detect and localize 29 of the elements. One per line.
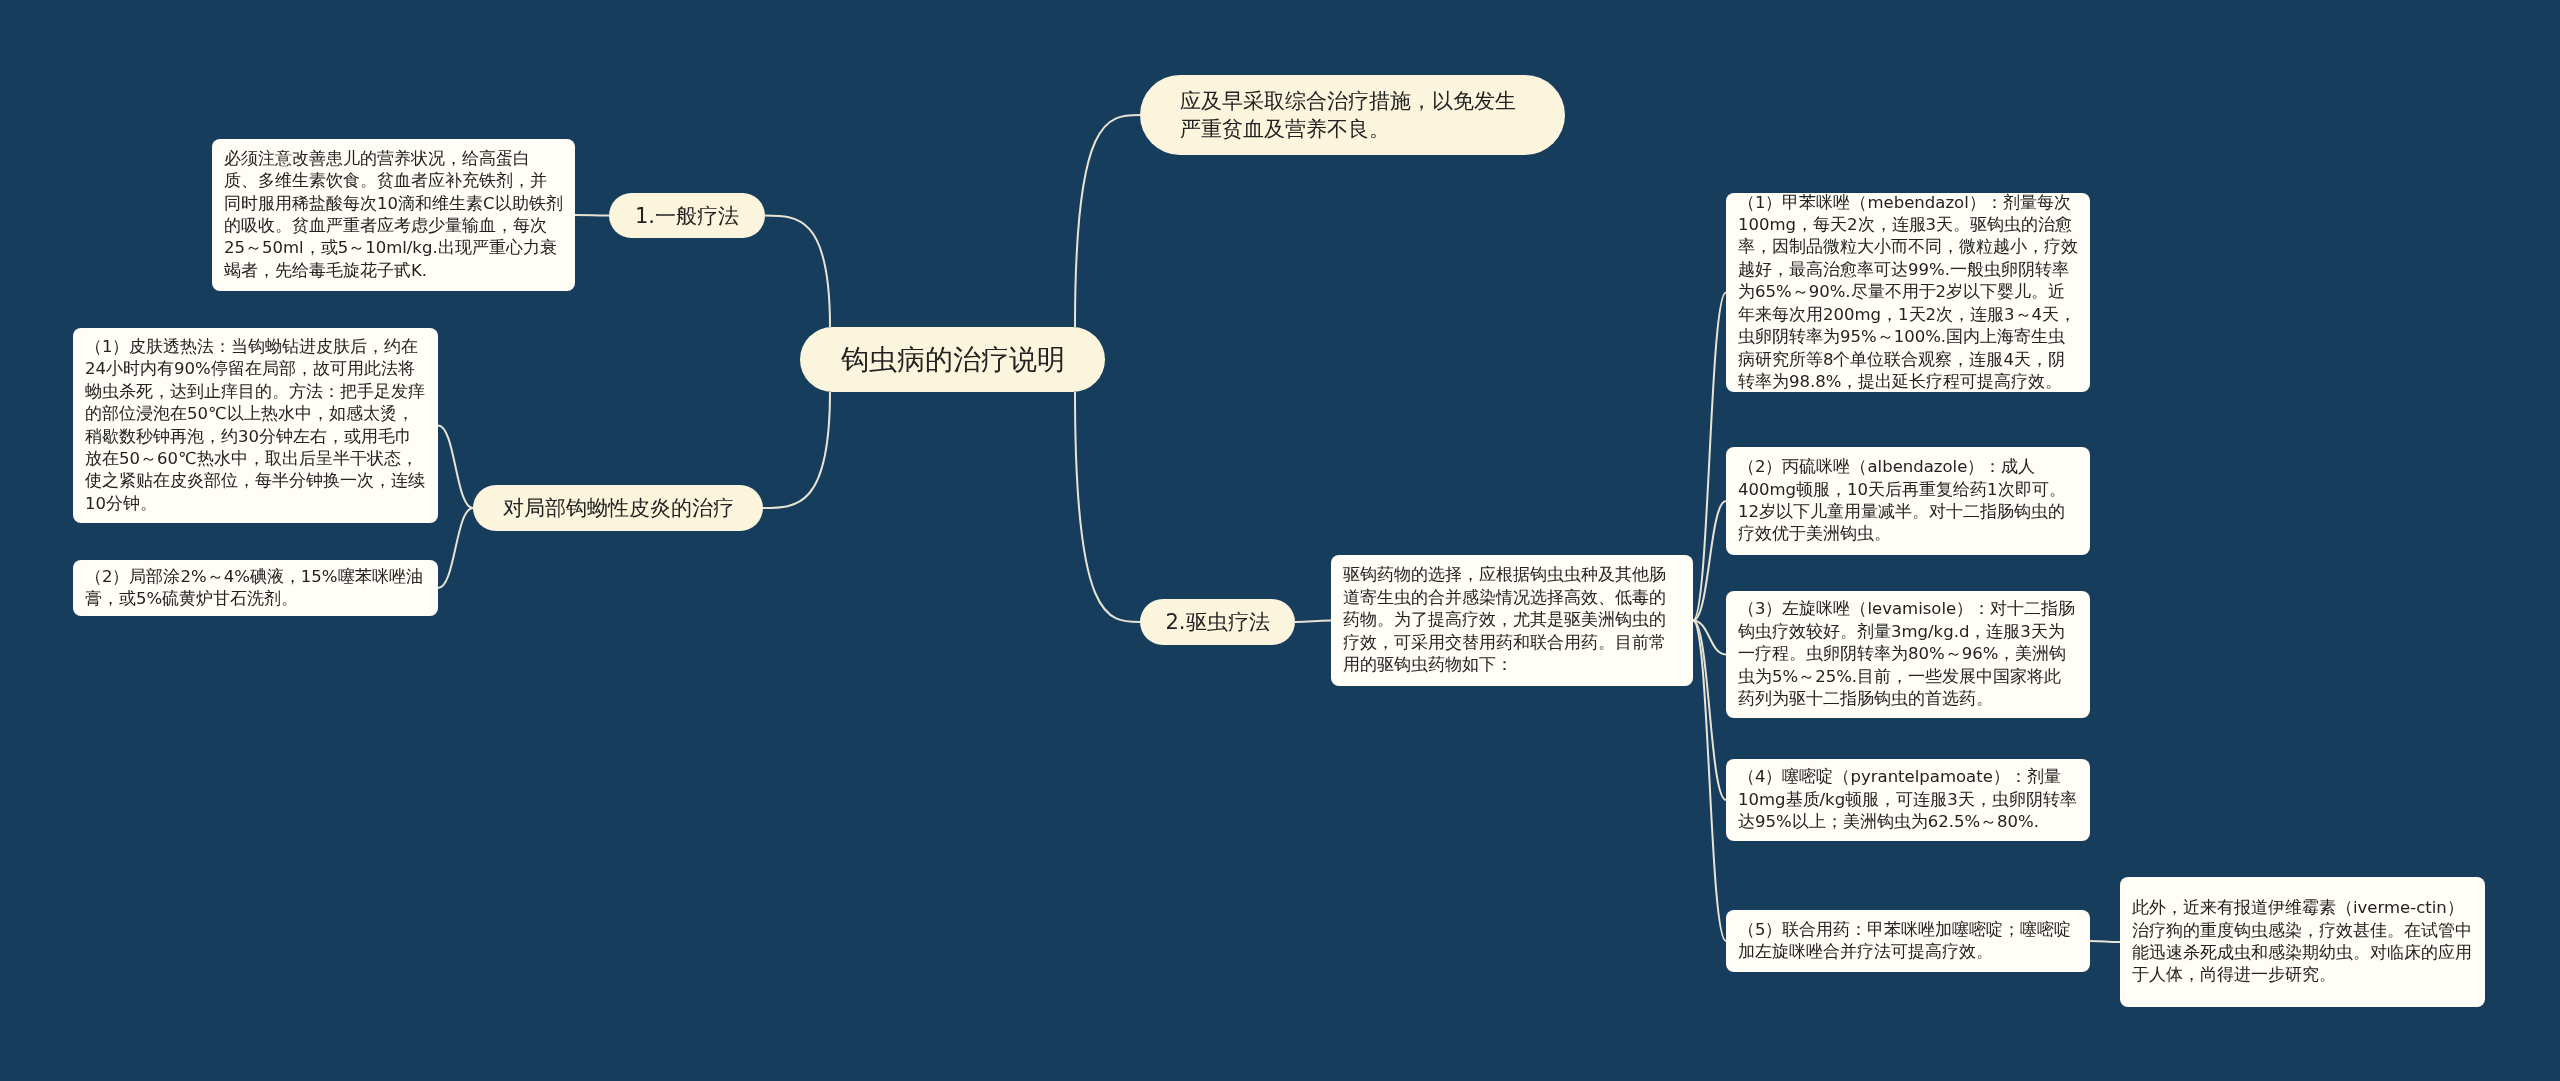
topic-pill: 1.一般疗法 [609,193,765,238]
connector-line [437,507,474,589]
connector-line [1692,619,1727,942]
connector-line [1692,291,1727,622]
topic-pill: 2.驱虫疗法 [1140,599,1295,645]
connector-line [764,214,831,328]
text-card: 此外，近来有报道伊维霉素（iverme-ctin）治疗狗的重度钩虫感染，疗效甚佳。在试管中能迅速杀死成虫和感染期幼虫。对临床的应用于人体，尚得进一步研究。 [2120,877,2485,1007]
text-card: （4）噻嘧啶（pyrantelpamoate）：剂量10mg基质/kg顿服，可连服3天，虫卵阴转率达95%以上；美洲钩虫为62.5%～80%. [1726,759,2090,841]
text-card: （3）左旋咪唑（levamisole）：对十二指肠钩虫疗效较好。剂量3mg/kg.d，连服3天为一疗程。虫卵阴转率为80%～96%，美洲钩虫为5%～25%.目前，一些发展中国家将此药列为驱十二指肠钩虫的首选药。 [1726,591,2090,718]
connector-line [1692,500,1727,622]
text-card: 驱钩药物的选择，应根据钩虫虫种及其他肠道寄生虫的合并感染情况选择高效、低毒的药物。为了提高疗效，尤其是驱美洲钩虫的疗效，可采用交替用药和联合用药。目前常用的驱钩虫药物如下： [1331,555,1693,686]
connector-line [1074,391,1141,623]
connector-line [1692,619,1727,656]
text-card: （1）甲苯咪唑（mebendazol）：剂量每次100mg，每天2次，连服3天。驱钩虫的治愈率，因制品微粒大小而不同，微粒越小，疗效越好，最高治愈率可达99%.一般虫卵阴转率为65%～90%.尽量不用于2岁以下婴儿。近年来每次用200mg，1天2次，连服3～4天，虫卵阴转率为95%～100%.国内上海寄生虫病研究所等8个单位联合观察，连服4天，阴转率为98.8%，提出延长疗程可提高疗效。 [1726,193,2090,392]
central-topic: 钩虫病的治疗说明 [800,327,1105,392]
text-card: （5）联合用药：甲苯咪唑加噻嘧啶；噻嘧啶加左旋咪唑合并疗法可提高疗效。 [1726,910,2090,972]
text-card: （1）皮肤透热法：当钩蚴钻进皮肤后，约在24小时内有90%停留在局部，故可用此法将蚴虫杀死，达到止痒目的。方法：把手足发痒的部位浸泡在50℃以上热水中，如感太烫，稍歇数秒钟再泡，约30分钟左右，或用毛巾放在50～60℃热水中，取出后呈半干状态，使之紧贴在皮炎部位，每半分钟换一次，连续10分钟。 [73,328,438,523]
topic-pill: 对局部钩蚴性皮炎的治疗 [473,485,763,531]
connector-line [437,424,474,509]
text-card: 必须注意改善患儿的营养状况，给高蛋白质、多维生素饮食。贫血者应补充铁剂，并同时服用稀盐酸每次10滴和维生素C以助铁剂的吸收。贫血严重者应考虑少量输血，每次25～50ml，或5～10ml/kg.出现严重心力衰竭者，先给毒毛旋花子甙K. [212,139,575,291]
text-card: （2）局部涂2%～4%碘液，15%噻苯咪唑油膏，或5%硫黄炉甘石洗剂。 [73,560,438,616]
connector-line [574,214,610,217]
topic-pill: 应及早采取综合治疗措施，以免发生严重贫血及营养不良。 [1140,75,1565,155]
connector-line [1692,619,1727,801]
text-card: （2）丙硫咪唑（albendazole）：成人400mg顿服，10天后再重复给药1次即可。12岁以下儿童用量减半。对十二指肠钩虫的疗效优于美洲钩虫。 [1726,447,2090,555]
connector-line [762,391,831,509]
connector-line [2089,940,2121,943]
connector-line [1074,114,1141,328]
connector-line [1294,619,1332,623]
